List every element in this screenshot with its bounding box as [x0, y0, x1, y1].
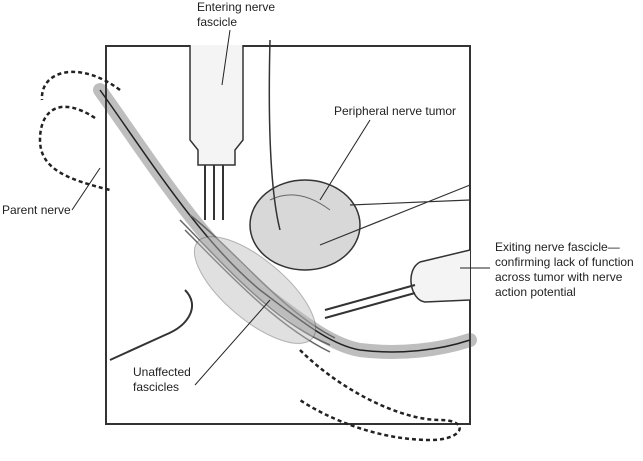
retractor-top — [189, 45, 244, 166]
leader-entering — [221, 29, 231, 86]
label-line: Exiting nerve fascicle— — [495, 240, 620, 254]
label-line: fascicle — [197, 15, 238, 29]
label-exiting-nerve-fascicle: Exiting nerve fascicle— confirming lack … — [495, 240, 634, 300]
leader-parent — [71, 167, 101, 211]
electrode-hooks-exiting — [324, 284, 416, 319]
label-line: fascicles — [133, 380, 180, 394]
label-unaffected-fascicles: Unaffected fascicles — [133, 365, 191, 395]
label-entering-nerve-fascicle: Entering nerve fascicle — [197, 0, 275, 30]
leader-tumor — [319, 119, 371, 201]
electrode-hooks-entering — [204, 165, 224, 220]
label-line: Unaffected — [133, 365, 191, 379]
label-parent-nerve: Parent nerve — [2, 203, 71, 217]
peripheral-nerve-tumor — [249, 179, 361, 271]
label-peripheral-nerve-tumor: Peripheral nerve tumor — [334, 104, 457, 118]
label-line: action potential — [495, 285, 576, 299]
incision-outline — [38, 70, 461, 442]
leader-unaffected — [194, 299, 271, 386]
label-line: confirming lack of function — [495, 255, 634, 269]
unaffected-fascicles — [179, 214, 336, 353]
retractor-right — [410, 249, 471, 303]
label-line: across tumor with nerve — [495, 270, 623, 284]
operative-field-frame — [105, 45, 471, 425]
label-line: Entering nerve — [197, 0, 276, 14]
parent-nerve-edge — [99, 89, 471, 353]
